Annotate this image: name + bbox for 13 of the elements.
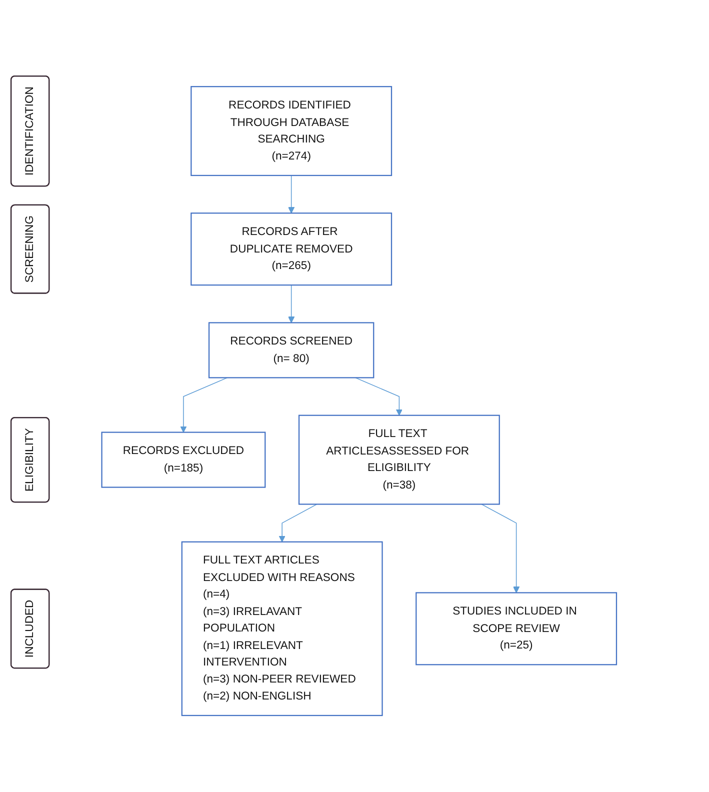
node-box: RECORDS AFTER DUPLICATE REMOVED (n=265) bbox=[190, 212, 392, 286]
arrow bbox=[354, 378, 402, 416]
arrow bbox=[180, 378, 228, 433]
arrow bbox=[481, 504, 520, 594]
node-box: RECORDS EXCLUDED (n=185) bbox=[101, 432, 266, 488]
arrow bbox=[288, 284, 295, 324]
arrow bbox=[288, 175, 295, 214]
node-box: RECORDS IDENTIFIED THROUGH DATABASE SEARCHING (n=274) bbox=[190, 86, 392, 176]
node-box: FULL TEXT ARTICLES EXCLUDED WITH REASONS (n=4) (n=3) IRRELAVANT POPULATION (n=1) IRRELEVANT INTERVENTION (n=3) NON-PEER REVIEWED (n=2) NON-ENGLISH bbox=[181, 542, 383, 716]
arrow bbox=[278, 504, 318, 542]
node-box: RECORDS SCREENED (n= 80) bbox=[208, 322, 374, 378]
node-box: STUDIES INCLUDED IN SCOPE REVIEW (n=25) bbox=[416, 592, 618, 666]
node-box: FULL TEXT ARTICLESASSESSED FOR ELIGIBILITY (n=38) bbox=[298, 415, 500, 506]
